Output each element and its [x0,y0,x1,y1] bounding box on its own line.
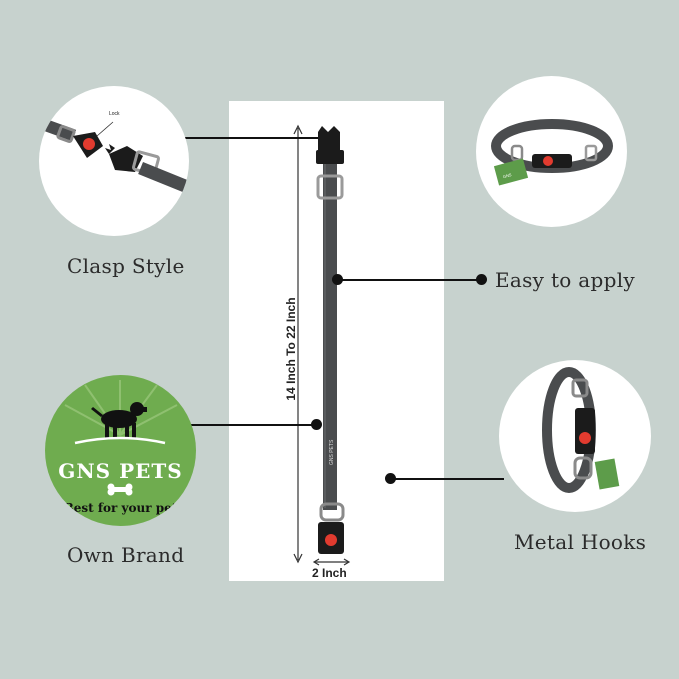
connector-hooks [390,478,504,480]
dog-icon [91,402,147,439]
own-brand-circle: GNS PETS Best for your pet [45,375,196,526]
easy-to-apply-label: Easy to apply [495,268,636,292]
connector-dot-hooks [385,473,396,484]
easy-apply-circle: GNS [476,76,627,227]
own-brand-label: Own Brand [67,543,185,567]
brand-tagline: Best for your pet [63,501,178,515]
metal-hooks-label: Metal Hooks [514,530,647,554]
connector-easy [338,279,480,281]
strap-brand-text: GNS PETS [329,439,335,465]
connector-dot-brand-right [311,419,322,430]
hang-tag [493,158,529,186]
bone-icon [107,483,133,496]
metal-hooks-circle [499,360,651,512]
width-label: 2 Inch [312,566,347,580]
brand-name: GNS PETS [58,459,183,483]
collar-strap [323,160,337,510]
buckle-male-top [318,126,340,152]
hang-tag [594,458,620,490]
clasp-style-label: Clasp Style [67,254,185,278]
slider-buckle [316,174,344,200]
lock-indicator [83,138,95,150]
d-ring [573,456,593,480]
svg-text:GNS: GNS [502,172,512,179]
metal-ring [319,502,345,522]
lock-label: Lock [109,111,120,117]
lock-button [325,534,337,546]
connector-clasp [143,137,318,139]
connector-brand [145,424,317,426]
connector-dot-easy-left [332,274,343,285]
length-label: 14 Inch To 22 Inch [284,297,298,401]
connector-dot-easy-right [476,274,487,285]
clasp-style-circle: Lock [39,86,189,236]
